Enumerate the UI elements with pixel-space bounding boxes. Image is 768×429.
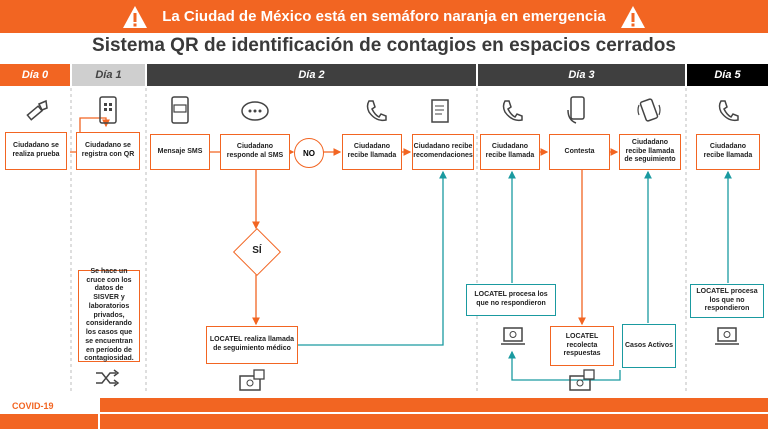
alert-banner: La Ciudad de México está en semáforo nar…	[0, 0, 768, 33]
node-cruce-datos: Se hace un cruce con los datos de SISVER…	[78, 268, 140, 362]
chat-bubble-icon	[241, 101, 269, 121]
shuffle-icon	[96, 369, 120, 387]
laptop-gear-icon	[715, 327, 739, 345]
phone-call-icon	[366, 100, 387, 122]
node-recibe-llamada-d3: Ciudadano recibe llamada	[480, 134, 540, 170]
node-responde-sms: Ciudadano responde al SMS	[220, 134, 290, 170]
node-mensaje-sms: Mensaje SMS	[150, 134, 210, 170]
qr-phone-icon	[99, 96, 117, 124]
banner-text: La Ciudad de México está en semáforo nar…	[162, 8, 606, 25]
vibrating-phone-icon	[637, 98, 661, 122]
flashlight-icon	[26, 99, 48, 121]
sms-phone-icon	[171, 96, 189, 124]
hand-phone-icon	[567, 96, 585, 124]
footer-label: COVID-19	[12, 401, 54, 411]
node-locatel-seguimiento: LOCATEL realiza llamada de seguimiento m…	[206, 326, 298, 364]
phone-call-icon	[502, 100, 523, 122]
node-locatel-recolecta: LOCATEL recolecta respuestas	[550, 326, 614, 366]
node-contesta: Contesta	[549, 134, 610, 170]
lock-box-icon	[569, 369, 595, 391]
node-registro-qr: Ciudadano se registra con QR	[76, 132, 140, 170]
node-recomendaciones: Ciudadano recibe recomendaciones	[412, 134, 474, 170]
day-header-0: Día 0	[0, 64, 70, 86]
page-title: Sistema QR de identificación de contagio…	[92, 35, 676, 56]
node-no: NO	[294, 138, 324, 168]
day-header-1: Día 1	[72, 64, 145, 86]
day-header-5: Día 5	[687, 64, 768, 86]
node-locatel-procesa-d3: LOCATEL procesa los que no respondieron	[466, 284, 556, 316]
day-header-2: Día 2	[147, 64, 476, 86]
node-si-label: SÍ	[252, 245, 262, 256]
node-casos-activos: Casos Activos	[622, 324, 676, 368]
node-recibe-llamada-d5: Ciudadano recibe llamada	[696, 134, 760, 170]
day-header-3: Día 3	[478, 64, 685, 86]
lock-box-icon	[239, 369, 265, 391]
node-locatel-procesa-d5: LOCATEL procesa los que no respondieron	[690, 284, 764, 318]
document-pen-icon	[431, 99, 449, 123]
node-recibe-llamada-d2: Ciudadano recibe llamada	[342, 134, 402, 170]
warning-icon	[620, 5, 645, 28]
node-prueba: Ciudadano se realiza prueba	[5, 132, 67, 170]
node-llamada-seguimiento: Ciudadano recibe llamada de seguimiento	[619, 134, 681, 170]
warning-icon	[123, 5, 148, 28]
laptop-gear-icon	[501, 327, 525, 345]
phone-call-icon	[718, 100, 739, 122]
